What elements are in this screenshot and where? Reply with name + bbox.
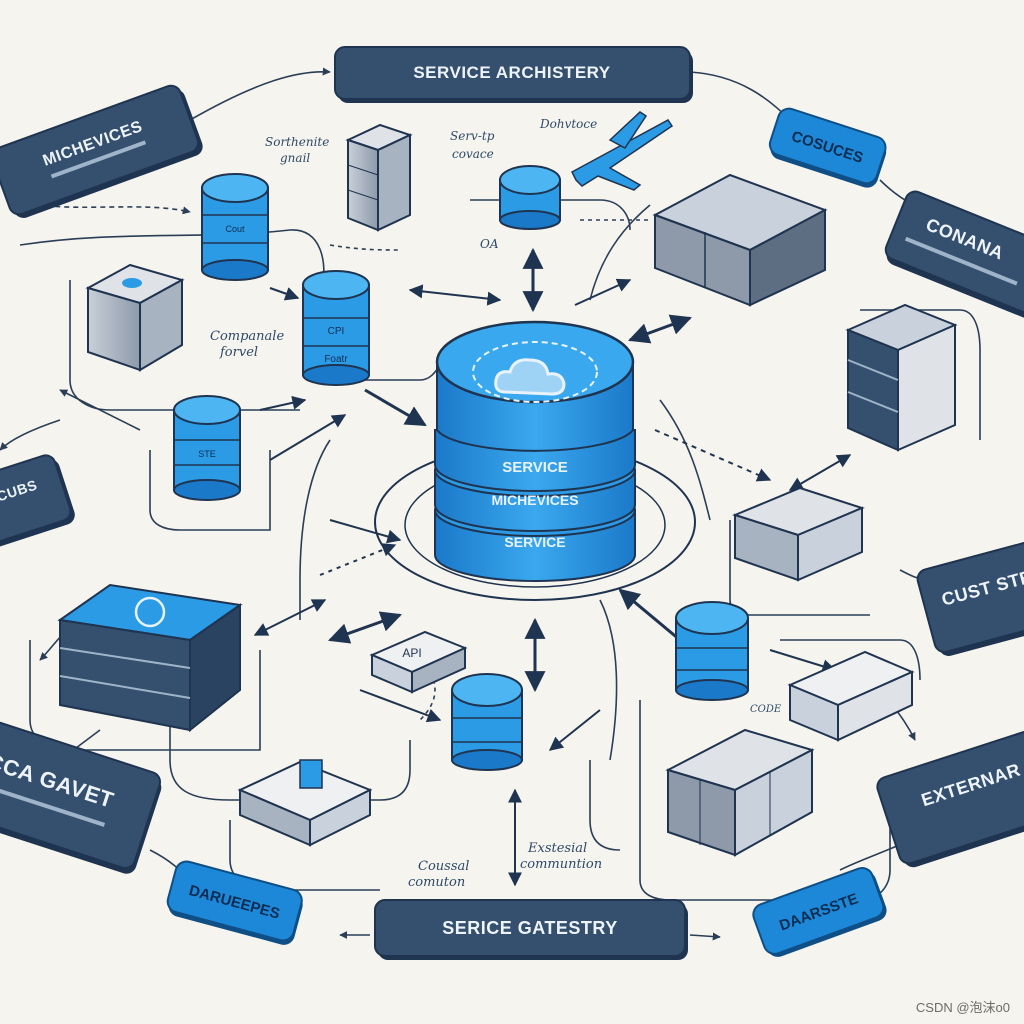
server-rack-top	[345, 123, 413, 232]
db-cylinder-top-left: Cout	[201, 173, 269, 281]
box-cca-gavet: CCA GAVET	[0, 718, 162, 874]
box-conana: CONANA	[884, 190, 1024, 322]
watermark: CSDN @泡沫o0	[915, 1000, 1010, 1015]
box-darueepes: DARUEEPES	[166, 860, 303, 945]
api-label: API	[402, 646, 421, 660]
db-cylinder-right	[675, 601, 749, 701]
central-db-layer1-label: SERVICE	[502, 459, 568, 476]
note-coussal: Coussal	[418, 859, 469, 874]
box-daarsste: DAARSSTE	[752, 867, 887, 957]
note-dohvtoce: Dohvtoce	[539, 117, 597, 131]
box-michevices: MICHEVICES	[0, 84, 203, 218]
main-arrows	[253, 247, 852, 887]
cylinder-label-ste: STE	[198, 449, 216, 459]
note-covace: covace	[452, 147, 494, 161]
box-service-archistery: SERVICE ARCHISTERY	[334, 46, 693, 103]
network-device	[732, 486, 865, 582]
notes: Sorthenite gnail Serv-tp covace Dohvtoce…	[210, 117, 782, 890]
central-db-layer2-label: MICHEVICES	[491, 492, 578, 508]
note-forvel: forvel	[219, 345, 258, 360]
cloud-icon	[122, 278, 142, 288]
scribble-line	[50, 140, 147, 179]
platform-box	[237, 759, 373, 847]
note-box	[787, 650, 915, 742]
server-rack-left	[85, 263, 185, 372]
cylinder-label-foatr: Foatr	[324, 354, 348, 365]
note-comuton: comuton	[408, 875, 465, 890]
note-exstesial: Exstesial	[527, 841, 587, 856]
cloud-icon	[494, 358, 566, 396]
note-gnail: gnail	[280, 151, 310, 165]
note-companale: Companale	[210, 329, 284, 344]
server-cabinet-right	[652, 173, 828, 307]
note-sorthenite: Sorthenite	[265, 135, 329, 149]
box-service-archistery-label: SERVICE ARCHISTERY	[413, 63, 610, 82]
airplane-icon	[571, 111, 674, 191]
box-serice-gatestry: SERICE GATESTRY	[374, 899, 688, 960]
server-cluster	[665, 728, 815, 857]
scribble-line	[0, 782, 106, 827]
central-database: SERVICE MICHEVICES SERVICE	[374, 320, 696, 601]
note-oa: OA	[480, 237, 499, 251]
db-cylinder-bottom-center	[451, 673, 523, 771]
cylinder-label: Cout	[225, 224, 245, 234]
central-db-layer3-label: SERVICE	[504, 534, 565, 550]
box-cust-ste: CUST STE	[916, 537, 1024, 656]
note-servtp: Serv-tp	[450, 129, 495, 143]
box-cosuces: COSUCES	[768, 107, 887, 188]
note-code: CODE	[750, 704, 782, 715]
box-externar: EXTERNAR	[876, 729, 1024, 868]
stacked-layer-box	[57, 583, 243, 733]
box-serice-gatestry-label: SERICE GATESTRY	[442, 918, 618, 938]
building-server	[845, 303, 958, 452]
api-box: API	[369, 630, 468, 694]
gear-icon	[134, 596, 166, 628]
scribble-line	[904, 236, 1018, 286]
db-cylinder-top-center	[499, 165, 561, 230]
cylinder-label-cpi: CPI	[328, 326, 345, 337]
db-cylinder-left-mid: STE	[173, 395, 241, 501]
note-communtion: communtion	[520, 857, 602, 872]
box-cubs: CUBS	[0, 454, 75, 558]
db-cylinder-cpi: CPI Foatr	[302, 270, 370, 386]
